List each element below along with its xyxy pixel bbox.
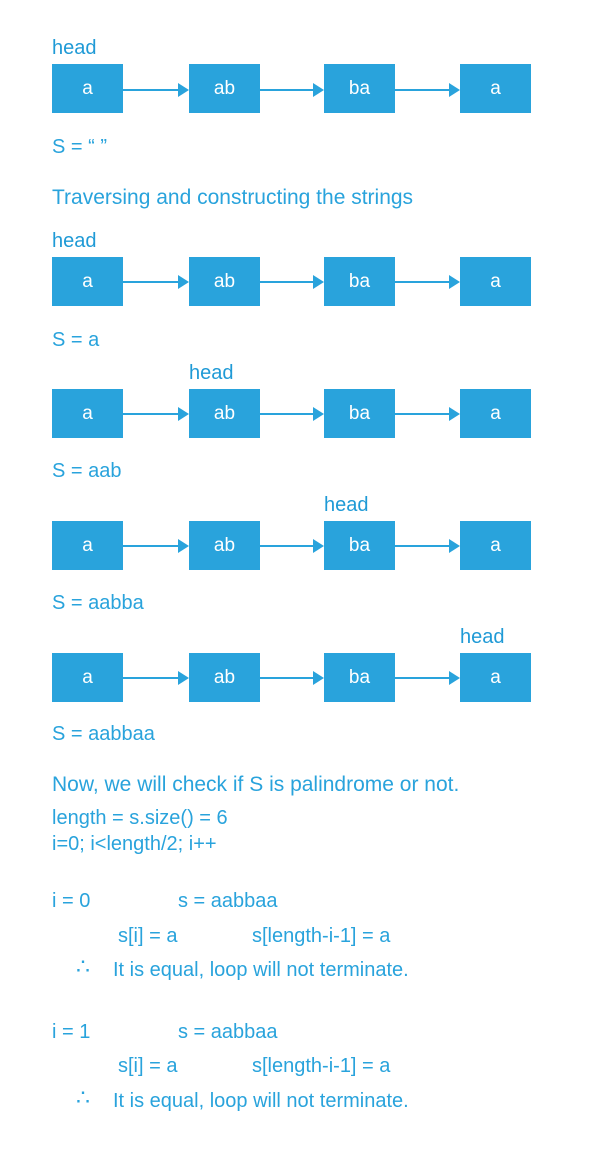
right-char: s[length-i-1] = a	[252, 1055, 391, 1077]
arrow-icon	[260, 275, 324, 289]
arrow-icon	[395, 407, 460, 421]
iteration-index: i = 1	[52, 1021, 91, 1043]
list-node: a	[460, 521, 531, 570]
head-label: head	[52, 230, 97, 252]
arrow-icon	[123, 539, 189, 553]
head-label: head	[52, 37, 97, 59]
head-label: head	[189, 362, 234, 384]
arrow-icon	[260, 407, 324, 421]
section-title: Traversing and constructing the strings	[52, 186, 414, 209]
list-node: a	[460, 64, 531, 113]
list-node: a	[460, 389, 531, 438]
list-node: a	[52, 257, 123, 306]
arrow-icon	[123, 275, 189, 289]
list-node: ba	[324, 257, 395, 306]
arrow-icon	[123, 407, 189, 421]
right-char: s[length-i-1] = a	[252, 925, 391, 947]
arrow-icon	[123, 671, 189, 685]
list-node: a	[460, 653, 531, 702]
list-node: ba	[324, 64, 395, 113]
head-label: head	[324, 494, 369, 516]
list-node: a	[52, 64, 123, 113]
iteration-conclusion: It is equal, loop will not terminate.	[113, 959, 409, 981]
string-value: S = aabba	[52, 592, 144, 614]
list-node: a	[52, 653, 123, 702]
arrow-icon	[260, 671, 324, 685]
length-line: length = s.size() = 6	[52, 807, 228, 829]
left-char: s[i] = a	[118, 1055, 178, 1077]
list-node: ab	[189, 64, 260, 113]
list-node: ba	[324, 521, 395, 570]
list-node: a	[460, 257, 531, 306]
string-value: S = aab	[52, 460, 122, 482]
head-label: head	[460, 626, 505, 648]
arrow-icon	[395, 539, 460, 553]
left-char: s[i] = a	[118, 925, 178, 947]
arrow-icon	[123, 83, 189, 97]
therefore-icon: ∴	[76, 954, 90, 979]
list-node: ab	[189, 257, 260, 306]
list-node: ab	[189, 521, 260, 570]
list-node: ba	[324, 389, 395, 438]
therefore-icon: ∴	[76, 1085, 90, 1110]
check-intro: Now, we will check if S is palindrome or…	[52, 773, 460, 796]
list-node: a	[52, 389, 123, 438]
arrow-icon	[260, 83, 324, 97]
arrow-icon	[260, 539, 324, 553]
string-value: S = “ ”	[52, 136, 108, 158]
list-node: ab	[189, 389, 260, 438]
list-node: ab	[189, 653, 260, 702]
string-value: S = aabbaa	[52, 723, 155, 745]
iteration-index: i = 0	[52, 890, 91, 912]
string-value: S = a	[52, 329, 100, 351]
loop-line: i=0; i<length/2; i++	[52, 833, 217, 855]
list-node: ba	[324, 653, 395, 702]
arrow-icon	[395, 83, 460, 97]
arrow-icon	[395, 275, 460, 289]
iteration-string: s = aabbaa	[178, 1021, 278, 1043]
iteration-conclusion: It is equal, loop will not terminate.	[113, 1090, 409, 1112]
list-node: a	[52, 521, 123, 570]
arrow-icon	[395, 671, 460, 685]
iteration-string: s = aabbaa	[178, 890, 278, 912]
